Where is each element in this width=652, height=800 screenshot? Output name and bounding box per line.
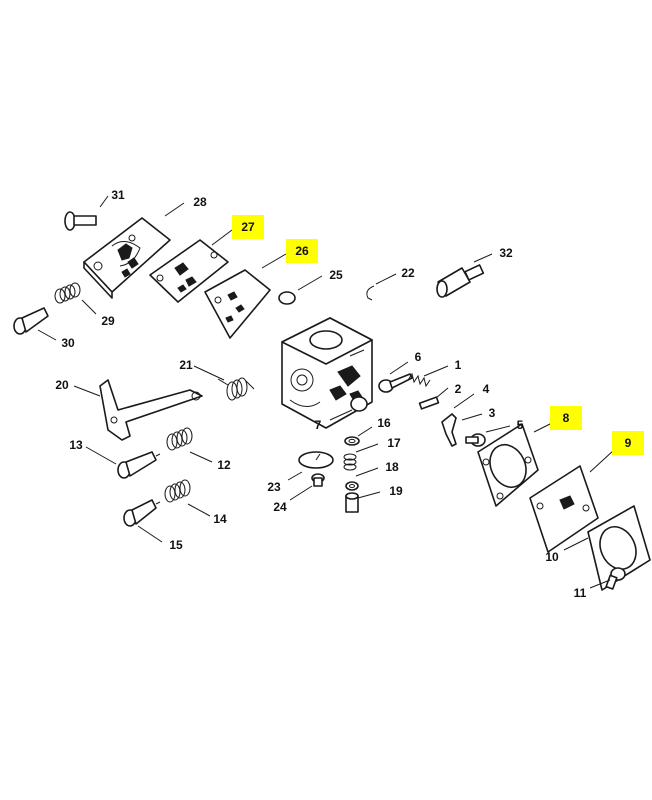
- callout-label-32: 32: [499, 246, 513, 260]
- callout-label-18: 18: [385, 460, 399, 474]
- callout-label-31: 31: [111, 188, 125, 202]
- callout-label-21: 21: [179, 358, 193, 372]
- part-32-fitting: [436, 264, 485, 298]
- callout-label-15: 15: [169, 538, 183, 552]
- part-2-pin: [418, 396, 440, 410]
- callout-label-16: 16: [377, 416, 391, 430]
- callout-label-30: 30: [61, 336, 75, 350]
- part-15-needle-screw: [123, 499, 161, 527]
- callout-label-25: 25: [329, 268, 343, 282]
- part-25-valve: [278, 291, 296, 305]
- part-19-seat: [345, 492, 359, 513]
- callout-label-13: 13: [69, 438, 83, 452]
- part-7-plug: [350, 396, 368, 412]
- callout-label-7: 7: [315, 418, 322, 432]
- part-5-screw: [465, 433, 486, 447]
- callout-highlight-26: [286, 239, 318, 263]
- part-18-washer: [345, 481, 359, 491]
- part-4-lever: [441, 413, 457, 447]
- part-8-gasket: [477, 423, 539, 507]
- callout-label-22: 22: [401, 266, 415, 280]
- part-23-disc: [298, 451, 334, 469]
- callout-label-14: 14: [213, 512, 227, 526]
- part-1-spring: [407, 372, 431, 388]
- callout-label-26: 26: [295, 244, 309, 258]
- callout-label-2: 2: [455, 382, 462, 396]
- part-27-pump-diaphragm: [149, 239, 229, 303]
- part-22-clip: [366, 285, 375, 301]
- part-6-needle: [378, 373, 413, 393]
- callout-label-28: 28: [193, 195, 207, 209]
- callout-label-6: 6: [415, 350, 422, 364]
- part-30-screw: [13, 307, 49, 335]
- callout-label-9: 9: [625, 436, 632, 450]
- callout-label-1: 1: [455, 358, 462, 372]
- part-21-spring: [217, 377, 255, 401]
- callout-highlight-8: [550, 406, 582, 430]
- part-14-spring: [164, 479, 191, 503]
- callout-highlight-27: [232, 215, 264, 239]
- callout-label-5: 5: [517, 418, 524, 432]
- callout-label-11: 11: [574, 586, 587, 600]
- callout-label-17: 17: [387, 436, 401, 450]
- part-12-spring: [166, 427, 193, 451]
- callout-label-19: 19: [389, 484, 403, 498]
- callout-label-3: 3: [489, 406, 496, 420]
- part-10-cover: [587, 505, 651, 591]
- callout-label-10: 10: [545, 550, 559, 564]
- leader-lines: [37, 195, 615, 589]
- part-9-diaphragm: [529, 465, 599, 553]
- part-17-spring: [343, 453, 357, 471]
- callout-highlight-9: [612, 431, 644, 455]
- callout-label-27: 27: [241, 220, 255, 234]
- callout-label-24: 24: [273, 500, 287, 514]
- callout-label-8: 8: [563, 411, 570, 425]
- callout-label-20: 20: [55, 378, 69, 392]
- part-28-cover: [83, 217, 171, 299]
- part-20-lever: [99, 379, 203, 441]
- carburetor-body: [281, 317, 373, 429]
- part-13-needle-screw: [117, 451, 161, 479]
- part-26-gasket: [204, 269, 271, 339]
- part-16-washer: [344, 436, 360, 446]
- callout-label-4: 4: [483, 382, 490, 396]
- part-11-screw: [605, 567, 626, 590]
- part-24-screw: [311, 473, 325, 487]
- callout-label-12: 12: [217, 458, 231, 472]
- callout-label-23: 23: [267, 480, 281, 494]
- callout-label-29: 29: [101, 314, 115, 328]
- part-29-spring: [54, 282, 81, 304]
- part-31-screw: [64, 211, 97, 231]
